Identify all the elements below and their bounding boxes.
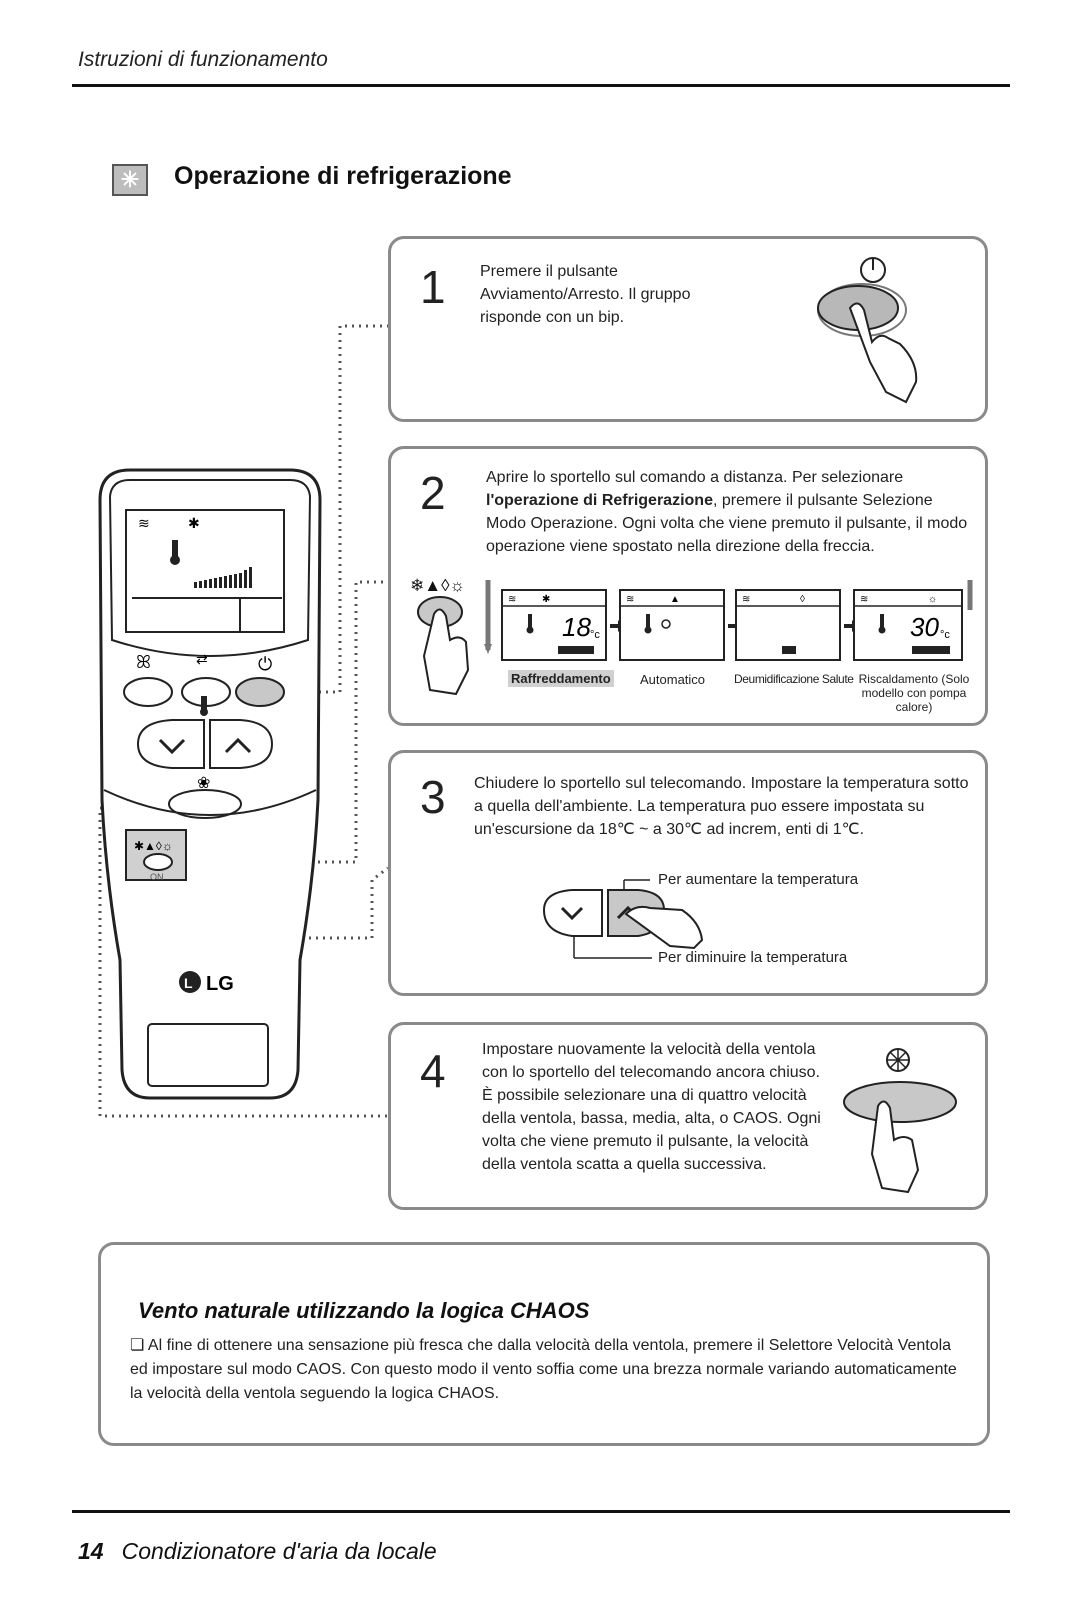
- chaos-text: ❏ Al fine di ottenere una sensazione più…: [130, 1334, 970, 1406]
- mode-symbols: ❄▲◊☼: [410, 576, 466, 595]
- svg-text:L: L: [184, 975, 193, 991]
- svg-text:⇄: ⇄: [196, 651, 208, 667]
- chaos-info-box: [98, 1242, 990, 1446]
- footer: 14 Condizionatore d'aria da locale: [78, 1538, 437, 1565]
- mode-label-dehumid: Deumidificazione Salute: [734, 672, 854, 686]
- svg-text:✱: ✱: [188, 515, 200, 531]
- page-number: 14: [78, 1538, 104, 1564]
- mode-4-display: 30: [910, 612, 939, 642]
- mode-label-auto: Automatico: [640, 672, 706, 687]
- step-3-text: Chiudere lo sportello sul telecomando. I…: [474, 775, 969, 838]
- power-button-illustration: [817, 257, 918, 404]
- step-4-number: 4: [420, 1045, 446, 1097]
- chevron-down-icon: [560, 906, 584, 921]
- svg-text:≋: ≋: [860, 594, 868, 605]
- chaos-body: Al fine di ottenere una sensazione più f…: [130, 1337, 957, 1402]
- connector-step3: [122, 808, 389, 940]
- mode-label-cooling: Raffreddamento: [508, 670, 614, 687]
- temp-buttons-illustration: [542, 879, 704, 959]
- snowflake-icon: ✳: [112, 164, 148, 196]
- svg-text:°c: °c: [590, 629, 600, 641]
- mode-sequence-illustration: ≋ ✱ 18 °c ≋ ▲ ≋ ◊ ≋ ☼ 30 °c: [417, 580, 973, 696]
- step-2-text: Aprire lo sportello sul comando a distan…: [486, 466, 976, 558]
- remote-control: ≋ ✱ ꕤ ⇄ ⏻ ❀ ✱▲◊☼ ON L LG: [98, 468, 322, 1100]
- step-1-number: 1: [420, 261, 446, 313]
- svg-text:°c: °c: [940, 629, 950, 641]
- svg-text:≋: ≋: [138, 515, 150, 531]
- section-title: Operazione di refrigerazione: [174, 162, 512, 190]
- chaos-title: Vento naturale utilizzando la logica CHA…: [138, 1298, 590, 1323]
- svg-text:▲: ▲: [670, 594, 680, 605]
- step-2-text-bold: l'operazione di Refrigerazione: [486, 492, 713, 509]
- remote-illustration: ≋ ✱ ꕤ ⇄ ⏻ ❀ ✱▲◊☼ ON L LG: [98, 324, 389, 1118]
- step-1-text: Premere il pulsante Avviamento/Arresto. …: [480, 263, 691, 326]
- header-rule: [72, 84, 1010, 87]
- step-3-number: 3: [420, 771, 446, 823]
- svg-text:ON: ON: [150, 872, 164, 882]
- hand-icon: [870, 1100, 920, 1194]
- mode-1-display: 18: [562, 612, 591, 642]
- fan-button-shape: [843, 1081, 957, 1123]
- step-2-text-a: Aprire lo sportello sul comando a distan…: [486, 469, 904, 486]
- fan-button-illustration: [843, 1048, 957, 1194]
- svg-text:◊: ◊: [800, 594, 805, 605]
- running-header: Istruzioni di funzionamento: [78, 48, 328, 71]
- svg-text:LG: LG: [206, 973, 234, 995]
- temp-down-button: [542, 889, 603, 937]
- step-4-text: Impostare nuovamente la velocità della v…: [482, 1041, 821, 1173]
- temp-up-label: Per aumentare la temperatura: [658, 871, 859, 888]
- svg-text:≋: ≋: [626, 594, 634, 605]
- footer-title: Condizionatore d'aria da locale: [121, 1538, 437, 1564]
- footer-rule: [72, 1510, 1010, 1513]
- svg-text:❀: ❀: [197, 775, 210, 792]
- temp-down-label: Per diminuire la temperatura: [658, 949, 848, 966]
- svg-text:≋: ≋: [508, 594, 516, 605]
- hand-icon: [848, 302, 918, 404]
- svg-text:≋: ≋: [742, 594, 750, 605]
- hand-icon: [422, 608, 470, 696]
- step-2-text-b: , premere il pulsante Selezione Modo Ope…: [486, 492, 968, 555]
- hand-icon: [624, 905, 704, 950]
- svg-text:✱: ✱: [542, 594, 550, 605]
- svg-text:☼: ☼: [928, 594, 937, 605]
- svg-text:ꕤ: ꕤ: [136, 652, 151, 672]
- step-2-number: 2: [420, 467, 446, 519]
- svg-text:✱▲◊☼: ✱▲◊☼: [134, 839, 173, 853]
- mode-label-heating: Riscaldamento (Solo modello con pompa ca…: [858, 672, 970, 714]
- step-3-box: [388, 750, 988, 996]
- svg-text:⏻: ⏻: [258, 654, 272, 674]
- checkbox-bullet-icon: ❏: [130, 1337, 145, 1354]
